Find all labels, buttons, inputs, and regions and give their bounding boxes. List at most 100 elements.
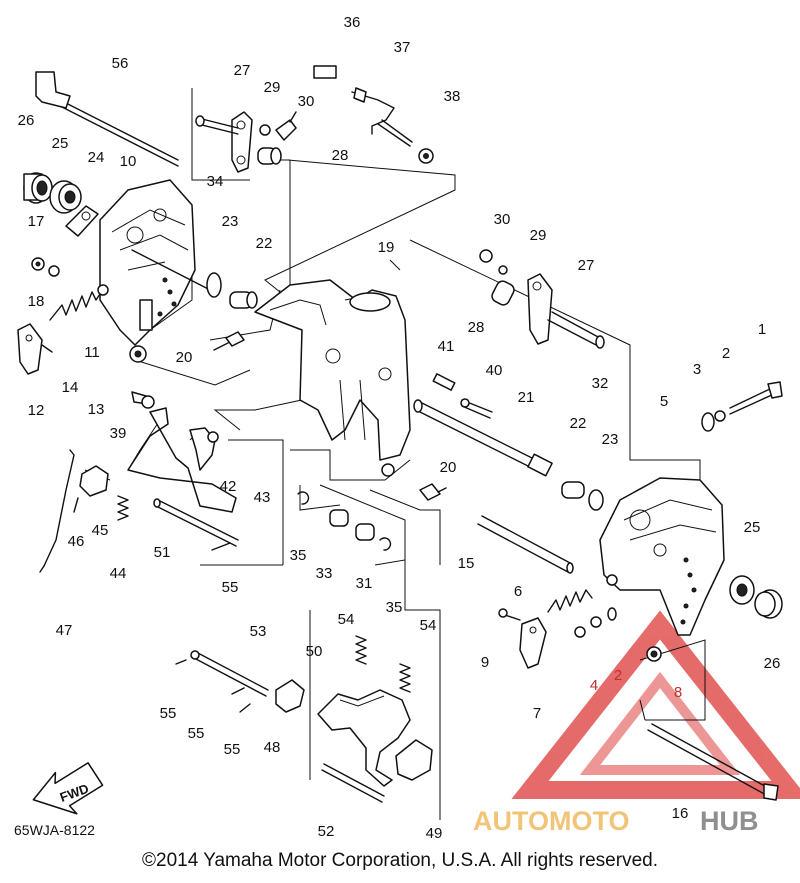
part-25-bushing-right [729,575,755,605]
part-22-collar [229,291,258,309]
part-53-shaft [190,650,269,697]
callout-42: 42 [220,478,237,495]
callout-38: 38 [444,88,461,105]
part-28-collar-right [491,280,515,306]
callout-32: 32 [592,375,609,392]
callout-21: 21 [518,389,535,406]
part-27-link [231,111,253,173]
part-1-bolt [729,381,783,415]
callout-30-dup: 30 [494,211,511,228]
callout-labels: 1 2 3 4 5 6 7 8 9 10 11 12 13 14 15 16 1… [18,14,781,842]
callout-49: 49 [426,825,443,842]
callout-40: 40 [486,362,503,379]
callout-11: 11 [84,344,100,361]
callout-37: 37 [394,39,411,56]
callout-12: 12 [28,402,45,419]
part-24-washer [65,205,99,237]
diagram-code: 65WJA-8122 [14,822,95,838]
part-12-tilt-lever [17,323,43,375]
callout-4: 4 [590,677,598,694]
part-6-spring [547,589,593,613]
part-46-pin [73,497,79,513]
callout-8: 8 [674,684,682,701]
callout-2-dup: 2 [614,667,622,684]
callout-9: 9 [481,654,489,671]
part-39-bolt [131,391,155,409]
callout-55-dup-a: 55 [160,705,177,722]
callout-33: 33 [316,565,333,582]
callout-22: 22 [256,235,273,252]
callout-35: 35 [290,547,307,564]
callout-19: 19 [378,239,395,256]
part-45-plate [79,465,109,497]
callout-5: 5 [660,393,668,410]
part-25-bushing [49,180,82,214]
callout-44: 44 [110,565,127,582]
part-56-rod [35,71,179,167]
callout-54-dup: 54 [420,617,437,634]
part-52-pin [321,763,385,803]
part-35-clip [297,491,310,505]
part-26-bushing-right [754,589,783,619]
part-20-grease-nipple [213,331,245,351]
part-18-washer [48,265,60,277]
part-30-bolt-right [479,249,493,263]
part-33-bushing [329,509,349,527]
part-19-swivel-bracket [254,279,411,477]
part-28-collar [257,147,282,165]
watermark-text-a: AUTOMOTO [473,806,630,836]
part-15-rod [477,515,574,574]
callout-16: 16 [672,805,689,822]
part-35-clip-b [379,537,392,551]
part-23-washer-right [588,489,604,511]
part-54-spring-right [399,663,411,693]
callout-23-dup: 23 [602,431,619,448]
part-40-bolt [460,398,493,419]
part-27-link-right [527,273,553,345]
watermark-logo [511,610,800,799]
callout-39: 39 [110,425,127,442]
part-55-pin [211,542,231,551]
callout-29: 29 [264,79,281,96]
copyright-notice: ©2014 Yamaha Motor Corporation, U.S.A. A… [142,850,658,871]
part-4-nut [574,626,586,638]
callout-28: 28 [332,147,349,164]
callout-34: 34 [207,173,224,190]
callout-27-dup: 27 [578,257,595,274]
part-36-connector [313,65,337,79]
callout-29-dup: 29 [530,227,547,244]
callout-46: 46 [68,533,85,550]
part-29-washer-right [498,265,508,275]
callout-17: 17 [28,213,45,230]
callout-55-dup-c: 55 [224,741,241,758]
part-54-spring-left [355,635,367,665]
part-20-grease-nipple-lower [419,483,447,501]
part-5-clamp-bracket [599,477,725,636]
callout-6: 6 [514,583,522,600]
part-41-bolt [432,373,456,391]
part-32-pin [547,311,605,349]
callout-15: 15 [458,555,475,572]
part-47-rod [39,449,75,573]
callout-48: 48 [264,739,281,756]
callout-53: 53 [250,623,267,640]
part-23-washer [206,272,222,298]
part-13-nut [129,345,147,363]
callout-47: 47 [56,622,73,639]
part-17-nut [31,257,45,271]
callout-52: 52 [318,823,335,840]
watermark-text-b: HUB [700,806,759,836]
part-8-grease-nipple [646,646,662,662]
part-34-pin [195,115,239,135]
callout-23: 23 [222,213,239,230]
callout-55-dup-b: 55 [188,725,205,742]
part-55-pins [175,659,251,713]
part-37-shaft [351,87,413,147]
callout-10: 10 [120,153,137,170]
part-31-bushing [355,523,375,541]
part-42-clip [207,431,219,443]
callout-43: 43 [254,489,271,506]
part-2-washer-lower [607,607,617,621]
